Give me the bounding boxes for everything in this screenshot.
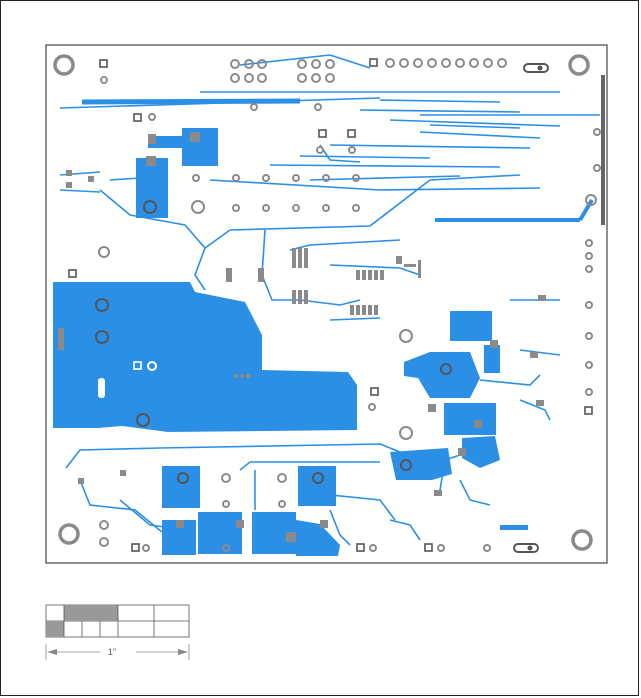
copper-traces [59,54,600,546]
oblong-pads [98,63,605,553]
copper-pour-main [53,282,357,432]
scale-bar: 1" [45,604,190,660]
component-pads [58,132,546,542]
pin1-markers [68,58,593,552]
through-holes [95,58,601,552]
copper-blocks [136,128,528,556]
mounting-holes [53,54,593,551]
scale-bar-label: 1" [108,647,116,657]
